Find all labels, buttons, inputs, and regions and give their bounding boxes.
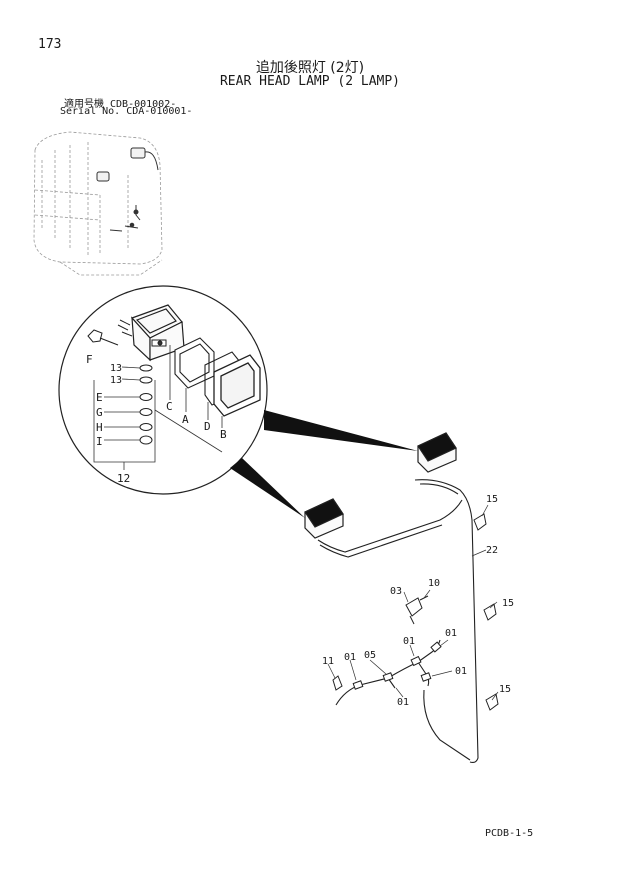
callout-13-upper: 13 [110, 363, 122, 374]
rear-lamp-left [304, 498, 344, 539]
serial-applicability-japanese: 適用号機 CDB-001002- [64, 99, 177, 110]
zoom-cone-lower [230, 458, 305, 518]
detail-leader-lines [93, 345, 223, 470]
callout-f: F [86, 353, 93, 366]
footer-code: PCDB-1-5 [485, 828, 534, 839]
callout-22: 22 [486, 545, 498, 556]
callout-e: E [96, 391, 103, 404]
harness-connectors [332, 641, 442, 691]
lamp-switch [405, 595, 429, 625]
callout-01-right: 01 [445, 628, 457, 639]
zoom-cone-upper [264, 410, 418, 451]
callout-12: 12 [117, 472, 130, 485]
callout-01-bottom: 01 [397, 697, 409, 708]
callout-01-far-right: 01 [455, 666, 467, 677]
harness-clips [473, 513, 499, 711]
callout-01-center: 01 [403, 636, 415, 647]
detail-lamp-housing [130, 304, 185, 362]
rear-lamp-right [417, 432, 457, 473]
callout-10: 10 [428, 578, 440, 589]
callout-i: I [96, 435, 103, 448]
detail-lamp-bulb [117, 319, 167, 347]
detail-view-circle [58, 285, 268, 495]
detail-washers [139, 364, 153, 445]
callout-01-left: 01 [344, 652, 356, 663]
callout-03: 03 [390, 586, 402, 597]
callout-13-lower: 13 [110, 375, 122, 386]
page-title-english: REAR HEAD LAMP (2 LAMP) [219, 74, 400, 89]
callout-a: A [182, 413, 189, 426]
callout-d: D [204, 420, 211, 433]
callout-g: G [96, 406, 103, 419]
wiring-harness-roof [317, 479, 479, 764]
callout-11: 11 [322, 656, 334, 667]
callout-h: H [96, 421, 103, 434]
cab-lamps-small [96, 147, 159, 232]
callout-15-top: 15 [486, 494, 498, 505]
callout-b: B [220, 428, 227, 441]
page-title-japanese: 追加後照灯 (2灯) [255, 60, 365, 76]
callout-05: 05 [364, 650, 376, 661]
callout-c: C [166, 400, 173, 413]
main-leader-lines [327, 504, 499, 701]
serial-number: Serial No. CDA-010001- [60, 106, 193, 117]
page-number: 173 [38, 37, 62, 52]
callout-15-middle: 15 [502, 598, 514, 609]
detail-frame-b [213, 354, 261, 417]
callout-15-bottom: 15 [499, 684, 511, 695]
cab-outline-drawing [33, 131, 163, 276]
detail-bolt-f [87, 329, 119, 346]
